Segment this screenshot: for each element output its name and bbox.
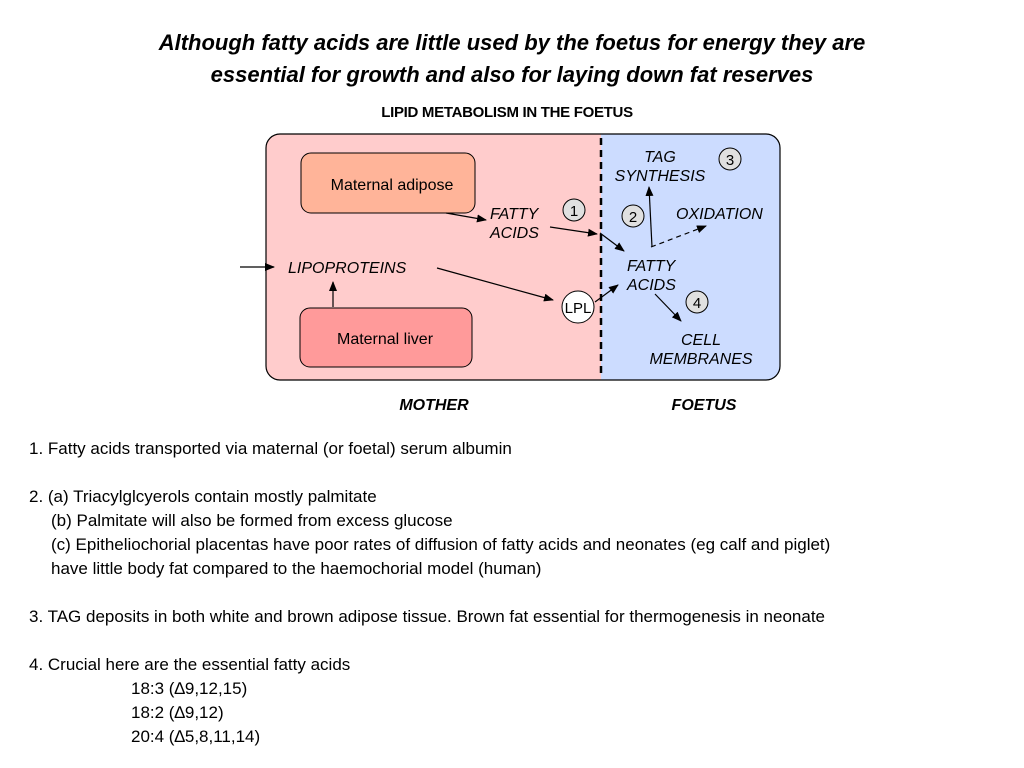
note-3: 3. TAG deposits in both white and brown … xyxy=(29,607,826,626)
badge-1-label: 1 xyxy=(570,203,578,220)
spacer xyxy=(29,581,830,605)
badge-3: 3 xyxy=(718,147,742,171)
cell-membranes-line-1: CELL xyxy=(681,332,721,349)
spacer xyxy=(29,629,830,653)
arrow-lpl-to-foetal-fa xyxy=(594,284,619,303)
note-2b: (b) Palmitate will also be formed from e… xyxy=(51,511,453,530)
cell-membranes-line-2: MEMBRANES xyxy=(649,351,752,368)
mother-label: MOTHER xyxy=(399,397,469,414)
note-2c: (c) Epitheliochorial placentas have poor… xyxy=(51,535,831,554)
headline: Although fatty acids are little used by … xyxy=(40,27,984,91)
headline-line-2: essential for growth and also for laying… xyxy=(210,62,814,87)
arrow-adipose-to-fatty-acids xyxy=(445,212,487,223)
foetus-label: FOETUS xyxy=(672,397,737,414)
note-4: 4. Crucial here are the essential fatty … xyxy=(29,655,351,674)
foetal-fatty-acids-line-1: FATTY xyxy=(627,258,677,275)
badge-4: 4 xyxy=(685,290,709,314)
lpl-node xyxy=(561,290,595,324)
arrow-maternal-fa-to-placenta xyxy=(549,226,598,237)
maternal-adipose-label: Maternal adipose xyxy=(331,177,454,194)
badge-1: 1 xyxy=(562,198,586,222)
badge-2-label: 2 xyxy=(629,209,637,226)
arrow-placenta-to-foetal-fa xyxy=(599,232,625,252)
arrow-to-oxidation xyxy=(650,225,707,248)
diagram-frame xyxy=(265,133,781,381)
lpl-label: LPL xyxy=(565,300,592,317)
maternal-fatty-acids-line-2: ACIDS xyxy=(489,225,539,242)
note-1: 1. Fatty acids transported via maternal … xyxy=(29,439,512,458)
oxidation-label: OXIDATION xyxy=(676,206,763,223)
maternal-liver-label: Maternal liver xyxy=(337,331,434,348)
efa-20-4: 20:4 (∆5,8,11,14) xyxy=(131,727,261,746)
arrow-to-cell-membranes xyxy=(654,293,682,322)
lipid-metabolism-diagram: Maternal adipose Maternal liver LIPOPROT… xyxy=(240,133,781,414)
badge-4-label: 4 xyxy=(693,295,701,312)
diagram-title: LIPID METABOLISM IN THE FOETUS xyxy=(381,104,633,121)
note-2a: 2. (a) Triacylglcyerols contain mostly p… xyxy=(29,487,377,506)
tag-synthesis-line-1: TAG xyxy=(644,149,676,166)
maternal-adipose-box xyxy=(300,152,476,214)
note-2c-continued: have little body fat compared to the hae… xyxy=(51,559,542,578)
arrow-to-tag-synthesis xyxy=(645,186,654,248)
notes: 1. Fatty acids transported via maternal … xyxy=(29,437,830,749)
foetus-region xyxy=(601,134,780,380)
maternal-fatty-acids-line-1: FATTY xyxy=(490,206,540,223)
badge-2: 2 xyxy=(621,204,645,228)
spacer xyxy=(29,461,830,485)
lipoproteins-label: LIPOPROTEINS xyxy=(288,260,407,277)
badge-3-label: 3 xyxy=(726,152,734,169)
efa-18-3: 18:3 (∆9,12,15) xyxy=(131,679,248,698)
foetal-fatty-acids-line-2: ACIDS xyxy=(626,277,676,294)
arrow-lipoproteins-to-lpl xyxy=(436,267,554,302)
tag-synthesis-line-2: SYNTHESIS xyxy=(615,168,706,185)
maternal-liver-box xyxy=(299,307,473,368)
headline-line-1: Although fatty acids are little used by … xyxy=(158,30,866,55)
efa-18-2: 18:2 (∆9,12) xyxy=(131,703,224,722)
